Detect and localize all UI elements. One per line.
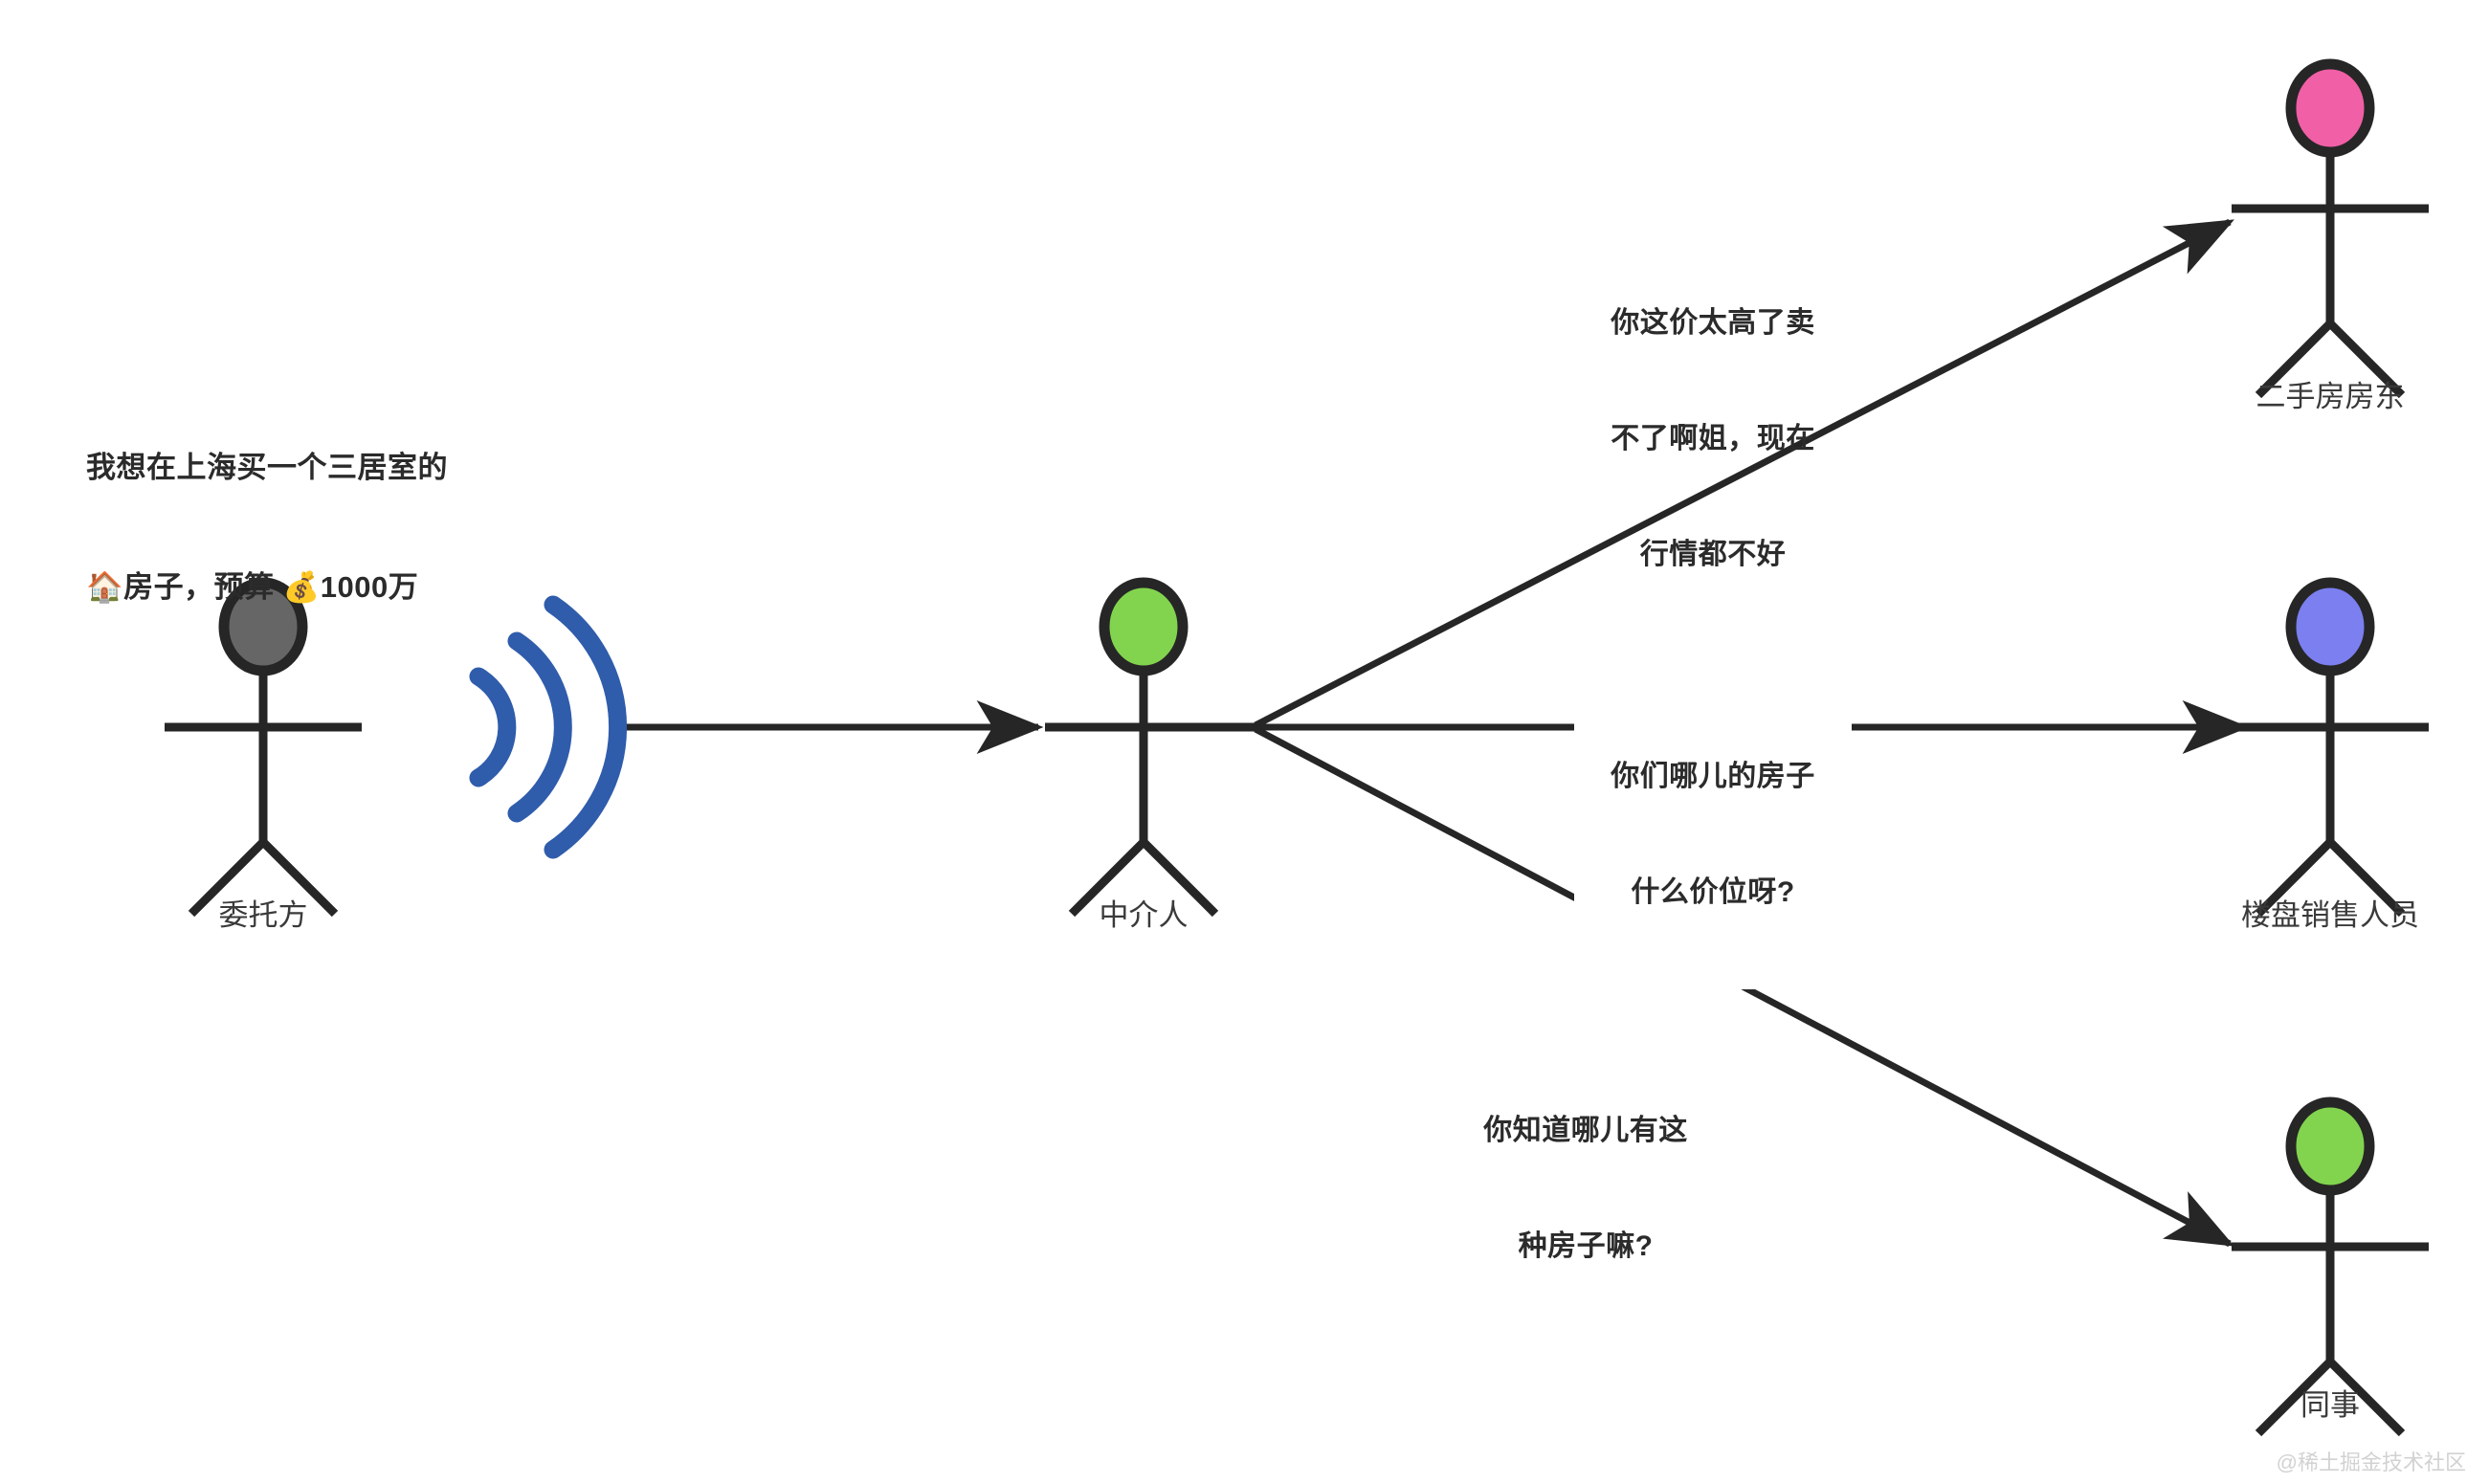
message-to-sales: 你们哪儿的房子 什么价位呀?: [1574, 681, 1852, 989]
message-to-landlord-line-3: 行情都不好: [1639, 538, 1787, 570]
agent-leg-left: [1068, 838, 1147, 918]
agent-head: [1099, 577, 1189, 676]
client-leg-right: [259, 838, 339, 918]
message-to-colleague: 你知道哪儿有这 种房子嘛?: [1447, 1035, 1724, 1343]
message-to-sales-line-1: 你们哪儿的房子: [1611, 761, 1815, 793]
actor-label-agent: 中介人: [1099, 898, 1189, 932]
stick-figure-landlord: [2232, 58, 2429, 399]
message-client-request-line-2: 🏠房子，预算 💰1000万: [86, 569, 419, 604]
message-to-sales-line-2: 什么价位呀?: [1631, 875, 1795, 908]
actor-label-client: 委托方: [218, 898, 308, 932]
landlord-head: [2285, 58, 2375, 158]
actor-label-landlord: 二手房房东: [2256, 380, 2405, 413]
sales-leg-left: [2255, 838, 2334, 918]
landlord-leg-right: [2326, 320, 2406, 399]
sales-head: [2285, 577, 2375, 676]
message-to-landlord-line-1: 你这价太高了卖: [1611, 307, 1815, 340]
message-client-request: 我想在上海买一个三居室的 🏠房子，预算 💰1000万: [86, 368, 448, 686]
agent-leg-right: [1140, 838, 1219, 918]
stick-figure-colleague: [2232, 1096, 2429, 1437]
arrow-agent-to-landlord: [1254, 218, 2234, 729]
signal-arc-small: [469, 667, 517, 787]
colleague-leg-right: [2326, 1358, 2406, 1437]
signal-arc-medium: [507, 631, 572, 823]
watermark: @稀土掘金技术社区: [2276, 1451, 2466, 1474]
landlord-leg-left: [2255, 320, 2334, 399]
connectors: [612, 218, 2250, 1248]
message-to-landlord: 你这价太高了卖 不了啊姐，现在 行情都不好: [1569, 228, 1856, 651]
message-to-colleague-line-1: 你知道哪儿有这: [1483, 1115, 1688, 1147]
message-to-landlord-line-2: 不了啊姐，现在: [1611, 422, 1815, 454]
stick-figure-sales: [2232, 577, 2429, 918]
signal-arc-large: [544, 595, 628, 859]
stick-figure-client: [165, 577, 362, 918]
sales-leg-right: [2326, 838, 2406, 918]
colleague-leg-left: [2255, 1358, 2334, 1437]
colleague-head: [2285, 1096, 2375, 1196]
message-to-colleague-line-2: 种房子嘛?: [1518, 1229, 1654, 1262]
client-leg-left: [188, 838, 267, 918]
actor-label-colleague: 同事: [2300, 1388, 2360, 1422]
message-client-request-line-1: 我想在上海买一个三居室的: [86, 451, 448, 485]
stick-figure-agent: [1045, 577, 1256, 918]
wifi-signal-icon: [469, 595, 628, 859]
actor-label-sales: 楼盘销售人员: [2241, 898, 2419, 932]
